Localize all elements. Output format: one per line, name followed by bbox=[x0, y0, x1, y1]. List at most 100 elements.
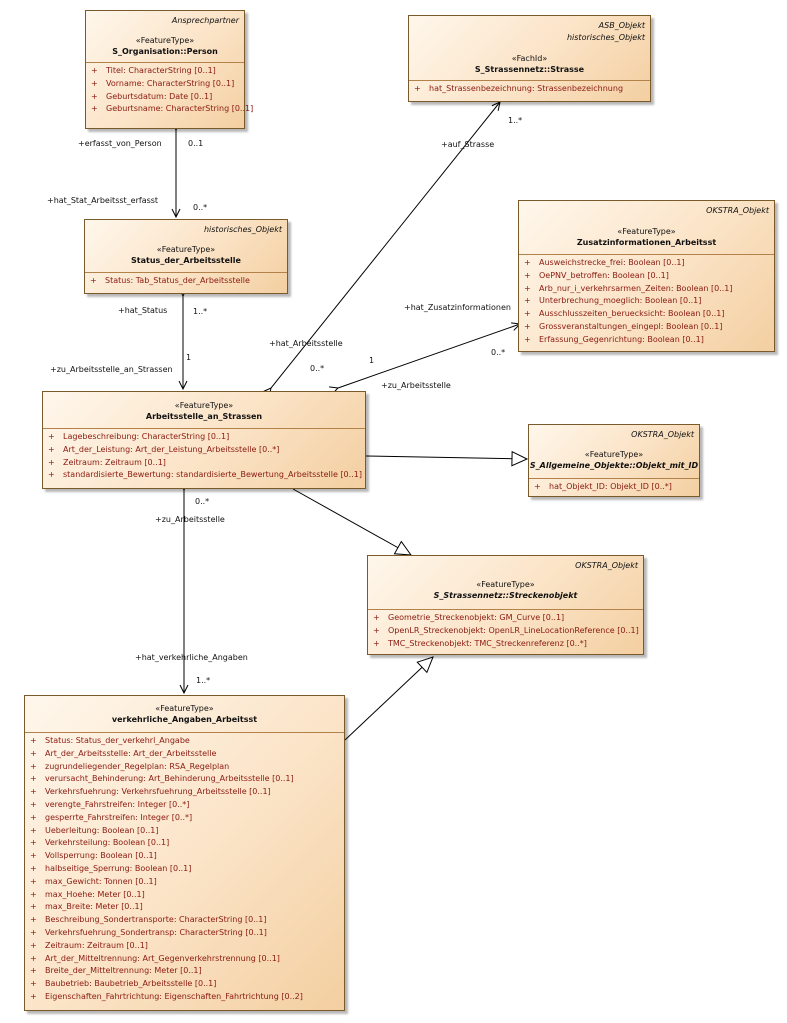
class-zusatzinformationen[interactable]: OKSTRA_Objekt «FeatureType» Zusatzinform… bbox=[518, 200, 775, 352]
attribute-list: +Status: Status_der_verkehrl_Angabe +Art… bbox=[25, 733, 344, 1004]
attribute[interactable]: +Status: Tab_Status_der_Arbeitsstelle bbox=[90, 276, 250, 285]
attribute[interactable]: +gesperrte_Fahrstreifen: Integer [0..*] bbox=[30, 812, 193, 822]
attribute[interactable]: +Beschreibung_Sondertransporte: Characte… bbox=[30, 915, 267, 925]
class-name: S_Organisation::Person bbox=[112, 47, 218, 56]
attribute[interactable]: +hat_Objekt_ID: Objekt_ID [0..*] bbox=[534, 482, 672, 491]
attribute[interactable]: +Geburtsdatum: Date [0..1] bbox=[91, 91, 213, 101]
class-streckenobjekt[interactable]: OKSTRA_Objekt «FeatureType» S_Strassenne… bbox=[367, 555, 644, 655]
role-auf-strasse: +auf_Strasse bbox=[441, 140, 495, 149]
attribute[interactable]: +TMC_Streckenobjekt: TMC_Streckenreferen… bbox=[373, 638, 587, 648]
multiplicity-verkehrl: 1..* bbox=[196, 676, 211, 685]
generalization-verkehrlich-streckenobjekt bbox=[344, 656, 434, 741]
stereotype: «FeatureType» bbox=[155, 704, 214, 713]
stereotype: «FachId» bbox=[511, 54, 548, 63]
multiplicity-strasse: 1..* bbox=[508, 116, 523, 125]
attribute-list: +Geometrie_Streckenobjekt: GM_Curve [0..… bbox=[368, 610, 643, 650]
attribute[interactable]: +verengte_Fahrstreifen: Integer [0..*] bbox=[30, 799, 190, 809]
attribute[interactable]: +Geometrie_Streckenobjekt: GM_Curve [0..… bbox=[373, 613, 565, 622]
role-hat-verkehrliche-angaben: +hat_verkehrliche_Angaben bbox=[135, 653, 248, 662]
attribute[interactable]: +Zeitraum: Zeitraum [0..1] bbox=[48, 457, 166, 467]
class-status-header: historisches_Objekt «FeatureType» Status… bbox=[85, 220, 287, 273]
class-arbeitsstelle-an-strassen[interactable]: «FeatureType» Arbeitsstelle_an_Strassen … bbox=[42, 391, 366, 489]
class-person-header: Ansprechpartner «FeatureType» S_Organisa… bbox=[86, 11, 244, 63]
multiplicity-zusatz-one: 1 bbox=[369, 356, 375, 365]
attribute-list: +Status: Tab_Status_der_Arbeitsstelle bbox=[85, 273, 287, 288]
multiplicity-status-bottom: 1..* bbox=[193, 307, 208, 316]
attribute[interactable]: +Lagebeschreibung: CharacterString [0..1… bbox=[48, 432, 230, 441]
attribute[interactable]: +Verkehrsteilung: Boolean [0..1] bbox=[30, 838, 170, 848]
class-status-tag: historisches_Objekt bbox=[203, 225, 282, 234]
attribute[interactable]: +Baubetrieb: Baubetrieb_Arbeitsstelle [0… bbox=[30, 979, 217, 989]
attribute[interactable]: +Verkehrsfuehrung: Verkehrsfuehrung_Arbe… bbox=[30, 787, 271, 797]
attribute[interactable]: +Ausweichstrecke_frei: Boolean [0..1] bbox=[524, 258, 685, 267]
attribute[interactable]: +OePNV_betroffen: Boolean [0..1] bbox=[524, 270, 669, 280]
attribute[interactable]: +verursacht_Behinderung: Art_Behinderung… bbox=[30, 774, 294, 784]
multiplicity-arbeitsstelle-verkehrl: 0..* bbox=[195, 497, 210, 506]
role-zu-arbeitsstelle-zusatz: +zu_Arbeitsstelle bbox=[381, 381, 451, 390]
attribute-list: +Titel: CharacterString [0..1] +Vorname:… bbox=[86, 63, 254, 116]
attribute[interactable]: +max_Gewicht: Tonnen [0..1] bbox=[30, 876, 157, 886]
attribute[interactable]: +Titel: CharacterString [0..1] bbox=[91, 66, 216, 75]
attribute[interactable]: +Geburtsname: CharacterString [0..1] bbox=[91, 104, 254, 114]
class-name: Zusatzinformationen_Arbeitsst bbox=[576, 238, 717, 247]
assoc-strasse-arbeitsstelle bbox=[271, 102, 500, 388]
attribute[interactable]: +Ueberleitung: Boolean [0..1] bbox=[30, 825, 159, 835]
attribute[interactable]: +Ausschlusszeiten_beruecksicht: Boolean … bbox=[524, 309, 725, 319]
attribute-list: +hat_Objekt_ID: Objekt_ID [0..*] bbox=[529, 479, 699, 494]
class-name: S_Strassennetz::Strasse bbox=[474, 65, 585, 74]
attribute-list: +hat_Strassenbezeichnung: Strassenbezeic… bbox=[409, 81, 650, 96]
attribute[interactable]: +Status: Status_der_verkehrl_Angabe bbox=[30, 736, 190, 745]
attribute[interactable]: +Art_der_Leistung: Art_der_Leistung_Arbe… bbox=[48, 444, 280, 454]
multiplicity-arbeitsstelle-strasse: 0..* bbox=[310, 364, 325, 373]
attribute[interactable]: +hat_Strassenbezeichnung: Strassenbezeic… bbox=[414, 84, 624, 93]
role-hat-status: +hat_Status bbox=[118, 306, 168, 315]
attribute[interactable]: +halbseitige_Sperrung: Boolean [0..1] bbox=[30, 863, 192, 873]
class-name: S_Strassennetz::Streckenobjekt bbox=[433, 591, 578, 600]
attribute[interactable]: +Verkehrsfuehrung_Sondertransp: Characte… bbox=[30, 927, 267, 937]
attribute[interactable]: +Vorname: CharacterString [0..1] bbox=[91, 78, 235, 88]
class-person[interactable]: Ansprechpartner «FeatureType» S_Organisa… bbox=[85, 10, 254, 129]
multiplicity-arbeitsstelle-status: 1 bbox=[186, 353, 192, 362]
role-zu-arbeitsstelle-verkehrl: +zu_Arbeitsstelle bbox=[155, 515, 225, 524]
class-status-der-arbeitsstelle[interactable]: historisches_Objekt «FeatureType» Status… bbox=[84, 219, 288, 294]
class-zusatz-tag: OKSTRA_Objekt bbox=[706, 206, 769, 215]
class-name: Arbeitsstelle_an_Strassen bbox=[145, 412, 263, 421]
attribute[interactable]: +Eigenschaften_Fahrtrichtung: Eigenschaf… bbox=[30, 991, 303, 1001]
attribute[interactable]: +Unterbrechung_moeglich: Boolean [0..1] bbox=[524, 296, 702, 306]
class-verkehrliche-angaben[interactable]: «FeatureType» verkehrliche_Angaben_Arbei… bbox=[24, 695, 345, 1011]
stereotype: «FeatureType» bbox=[135, 36, 195, 45]
attribute[interactable]: +standardisierte_Bewertung: standardisie… bbox=[48, 470, 362, 480]
class-objekt-mit-id-header: OKSTRA_Objekt «FeatureType» S_Allgemeine… bbox=[529, 425, 699, 479]
attribute[interactable]: +Arb_nur_i_verkehrsarmen_Zeiten: Boolean… bbox=[524, 283, 733, 293]
attribute[interactable]: +Zeitraum: Zeitraum [0..1] bbox=[30, 940, 148, 950]
attribute[interactable]: +OpenLR_Streckenobjekt: OpenLR_LineLocat… bbox=[373, 625, 639, 635]
role-hat-zusatzinformationen: +hat_Zusatzinformationen bbox=[404, 303, 511, 312]
class-name: Status_der_Arbeitsstelle bbox=[131, 256, 241, 265]
role-hat-stat-arbeitsst-erfasst: +hat_Stat_Arbeitsst_erfasst bbox=[47, 196, 159, 205]
attribute[interactable]: +Erfassung_Gegenrichtung: Boolean [0..1] bbox=[524, 334, 704, 344]
attribute[interactable]: +Grossveranstaltungen_eingepl: Boolean [… bbox=[524, 321, 723, 331]
role-zu-arbeitsstelle-an-strassen: +zu_Arbeitsstelle_an_Strassen bbox=[50, 365, 173, 374]
attribute[interactable]: +max_Breite: Meter [0..1] bbox=[30, 902, 143, 912]
attribute-list: +Lagebeschreibung: CharacterString [0..1… bbox=[43, 429, 365, 482]
class-objekt-mit-id[interactable]: OKSTRA_Objekt «FeatureType» S_Allgemeine… bbox=[528, 424, 700, 497]
role-erfasst-von-person: +erfasst_von_Person bbox=[78, 139, 162, 148]
attribute[interactable]: +max_Hoehe: Meter [0..1] bbox=[30, 889, 145, 899]
assoc-zusatz-arbeitsstelle bbox=[338, 324, 520, 388]
attribute[interactable]: +zugrundeliegender_Regelplan: RSA_Regelp… bbox=[30, 761, 230, 771]
multiplicity-status-top: 0..* bbox=[193, 203, 208, 212]
attribute[interactable]: +Vollsperrung: Boolean [0..1] bbox=[30, 851, 157, 861]
class-objekt-mit-id-tag: OKSTRA_Objekt bbox=[631, 430, 694, 439]
attribute-list: +Ausweichstrecke_frei: Boolean [0..1] +O… bbox=[519, 255, 774, 347]
attribute[interactable]: +Art_der_Mitteltrennung: Art_Gegenverkeh… bbox=[30, 953, 280, 963]
multiplicity-person: 0..1 bbox=[188, 139, 204, 148]
stereotype: «FeatureType» bbox=[174, 401, 234, 410]
attribute[interactable]: +Art_der_Arbeitsstelle: Art_der_Arbeitss… bbox=[30, 748, 217, 758]
attribute[interactable]: +Breite_der_Mitteltrennung: Meter [0..1] bbox=[30, 966, 202, 976]
multiplicity-zusatz: 0..* bbox=[491, 348, 506, 357]
stereotype: «FeatureType» bbox=[476, 580, 535, 589]
